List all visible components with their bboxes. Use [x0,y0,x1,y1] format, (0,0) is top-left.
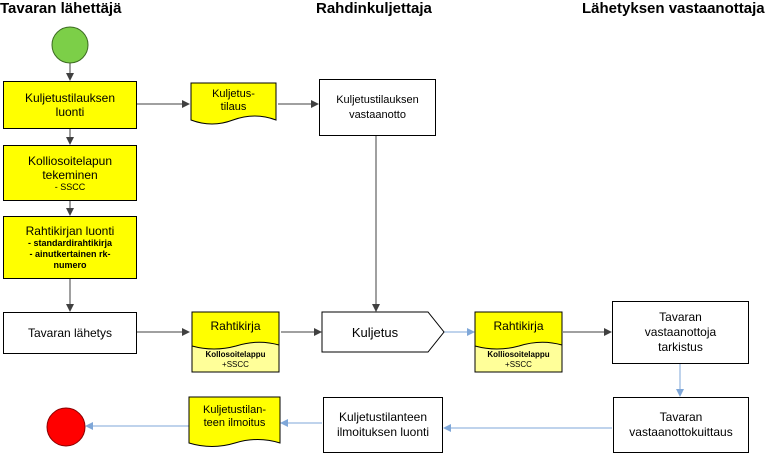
node-transport-label: Kuljetus [351,325,399,340]
node-order-receive-line2: vastaanotto [349,108,406,121]
node-ship-label: Tavaran lähetys [27,326,113,340]
node-status-notice-line2: ilmoituksen luonti [336,425,430,439]
node-receive-check-line3: tarkistus [658,340,703,354]
node-status-notice-line1: Kuljetustilanteen [338,410,428,424]
label-doc2-line1: Kolliosoitelappu [487,350,550,359]
order-doc-text: Kuljetus- tilaus [191,88,276,114]
label-doc-line2: +SSCC [222,360,249,369]
node-waybill-item1: - standardirahtikirja [27,238,113,248]
node-order-receive: Kuljetustilauksen vastaanotto [319,79,436,136]
lane-title-receiver: Lähetyksen vastaanottaja [582,0,765,17]
node-receipt-line1: Tavaran [659,410,703,424]
status-doc-line2: teen ilmoitus [203,417,266,429]
node-waybill-create: Rahtikirjan luonti - standardirahtikirja… [3,216,137,279]
order-doc-line1: Kuljetus- [212,88,255,100]
label-doc-line1: Kollosoitelappu [205,350,266,359]
node-receive-check: Tavaran vastaanottoja tarkistus [612,301,749,364]
node-label-line1: Kolliosoitelapun [27,153,113,168]
lane-title-sender: Tavaran lähettäjä [0,0,122,17]
node-label-create: Kolliosoitelapun tekeminen - SSCC [3,145,137,201]
node-receive-check-line1: Tavaran [659,310,702,324]
node-receipt: Tavaran vastaanottokuittaus [613,397,749,453]
waybill-doc-title: Rahtikirja [210,319,261,333]
waybill-doc2-title: Rahtikirja [493,319,544,333]
status-doc-text: Kuljetustilan- teen ilmoitus [189,404,280,430]
status-doc-line1: Kuljetustilan- [203,404,266,416]
label-doc2-line2: +SSCC [505,360,532,369]
node-status-notice: Kuljetustilanteen ilmoituksen luonti [323,397,443,453]
node-ship: Tavaran lähetys [3,312,137,354]
node-waybill-item2: - ainutkertainen rk- [29,249,111,259]
node-waybill-item3: numero [53,260,87,270]
order-doc-line2: tilaus [220,101,247,113]
waybill-doc2-sub: Kolliosoitelappu +SSCC [475,350,562,370]
node-label-line3: - SSCC [54,181,86,192]
node-label-line2: tekeminen [42,167,98,182]
node-receipt-line2: vastaanottokuittaus [629,425,733,439]
node-receive-check-line2: vastaanottoja [644,325,717,339]
node-order-create-label: Kuljetustilauksen luonti [24,91,116,119]
lane-title-carrier: Rahdinkuljettaja [316,0,432,17]
node-waybill-title: Rahtikirjan luonti [25,224,115,238]
node-order-receive-line1: Kuljetustilauksen [336,93,419,106]
node-order-create: Kuljetustilauksen luonti [3,81,137,129]
waybill-doc-sub: Kollosoitelappu +SSCC [192,350,279,370]
